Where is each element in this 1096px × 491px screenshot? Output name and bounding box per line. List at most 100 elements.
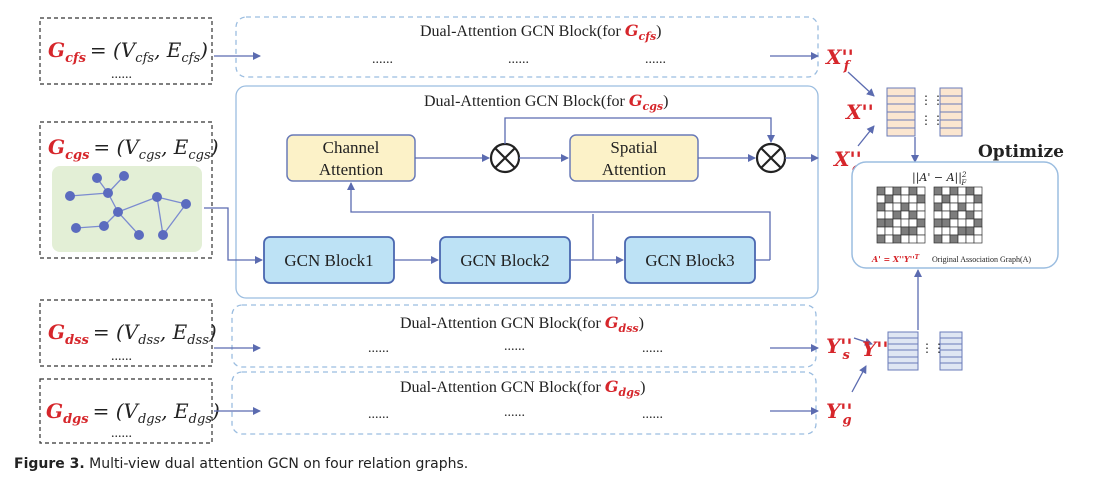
multiply-icon-2 — [755, 142, 787, 174]
gcn-block-3: GCN Block3 — [624, 236, 756, 284]
predicted-matrix — [876, 186, 926, 244]
matrix-cell — [908, 218, 918, 228]
matrix-cell — [900, 234, 910, 244]
matrix-cell — [973, 186, 983, 196]
matrix-cell — [908, 234, 918, 244]
matrix-cell — [916, 186, 926, 196]
svg-text:GCN Block1: GCN Block1 — [284, 251, 373, 270]
matrix-cell — [965, 186, 975, 196]
svg-text:......: ...... — [372, 52, 393, 67]
output-ys-label: Y''s — [826, 334, 853, 363]
matrix-cell — [884, 210, 894, 220]
graph-node — [113, 207, 123, 217]
graph-node — [65, 191, 75, 201]
output-yg-label: Y''g — [826, 399, 853, 428]
graph-cfs-dots: ...... — [111, 67, 132, 82]
svg-text:Gdgs= (Vdgs, Edgs): Gdgs= (Vdgs, Edgs) — [46, 399, 220, 427]
svg-text:......: ...... — [368, 407, 389, 422]
block-cfs: Dual-Attention GCN Block(for Gcfs) .....… — [235, 16, 819, 78]
graph-box-dgs: Gdgs= (Vdgs, Edgs) ...... — [39, 378, 220, 444]
matrix-cell — [973, 210, 983, 220]
graph-node — [119, 171, 129, 181]
matrix-cell — [957, 218, 967, 228]
matrix-cell — [965, 234, 975, 244]
matrix-cell — [957, 186, 967, 196]
svg-text:⋮⋮: ⋮⋮ — [921, 341, 945, 355]
matrix-cell — [957, 226, 967, 236]
matrix-cell — [941, 194, 951, 204]
matrix-cell — [892, 202, 902, 212]
predicted-label: A' = X''Y''T — [871, 254, 920, 264]
matrix-cell — [908, 226, 918, 236]
matrix-cell — [941, 226, 951, 236]
original-label: Original Association Graph(A) — [932, 255, 1031, 264]
matrix-cell — [884, 202, 894, 212]
matrix-cell — [973, 202, 983, 212]
matrix-cell — [941, 202, 951, 212]
matrix-cell — [949, 202, 959, 212]
svg-text:......: ...... — [642, 341, 663, 356]
matrix-cell — [949, 210, 959, 220]
original-matrix — [933, 186, 983, 244]
matrix-cell — [916, 218, 926, 228]
svg-text:......: ...... — [645, 52, 666, 67]
matrix-cell — [900, 210, 910, 220]
matrix-cell — [973, 194, 983, 204]
svg-text:Attention: Attention — [319, 160, 384, 179]
matrix-cell — [973, 226, 983, 236]
matrix-cell — [965, 218, 975, 228]
matrix-cell — [916, 226, 926, 236]
graph-illustration — [52, 166, 202, 252]
block-dgs: Dual-Attention GCN Block(for Gdgs) .....… — [231, 371, 817, 435]
matrix-cell — [908, 194, 918, 204]
matrix-cell — [892, 186, 902, 196]
matrix-cell — [941, 210, 951, 220]
graph-dss-dots: ...... — [111, 349, 132, 364]
matrix-cell — [941, 218, 951, 228]
graph-box-cgs: Gcgs= (Vcgs, Ecgs) — [39, 121, 219, 259]
svg-text:Gdss= (Vdss, Edss): Gdss= (Vdss, Edss) — [48, 320, 217, 348]
matrix-cell — [908, 210, 918, 220]
graph-node — [152, 192, 162, 202]
svg-text:⋮⋮: ⋮⋮ — [920, 113, 944, 127]
y-matrix — [887, 331, 963, 371]
svg-text:Spatial: Spatial — [610, 138, 657, 157]
spatial-attention-box: Spatial Attention — [569, 134, 699, 182]
svg-text:GCN Block2: GCN Block2 — [460, 251, 549, 270]
matrix-cell — [973, 234, 983, 244]
matrix-cell — [965, 226, 975, 236]
multiply-icon-1 — [489, 142, 521, 174]
matrix-cell — [933, 218, 943, 228]
block-cgs-title: Dual-Attention GCN Block(for Gcgs) — [424, 91, 668, 113]
svg-text:⋮⋮: ⋮⋮ — [920, 93, 944, 107]
svg-text:Attention: Attention — [602, 160, 667, 179]
svg-text:GCN Block3: GCN Block3 — [645, 251, 734, 270]
matrix-cell — [908, 186, 918, 196]
matrix-cell — [973, 218, 983, 228]
graph-node — [134, 230, 144, 240]
matrix-cell — [884, 194, 894, 204]
graph-node — [103, 188, 113, 198]
graph-node — [158, 230, 168, 240]
matrix-cell — [965, 202, 975, 212]
matrix-cell — [957, 210, 967, 220]
matrix-cell — [900, 194, 910, 204]
matrix-cell — [884, 234, 894, 244]
block-cfs-title: Dual-Attention GCN Block(for Gcfs) — [420, 21, 661, 43]
optimize-title: Optimize — [978, 142, 1064, 162]
svg-text:......: ...... — [504, 339, 525, 354]
svg-text:Gcgs= (Vcgs, Ecgs): Gcgs= (Vcgs, Ecgs) — [48, 135, 219, 163]
graph-box-cfs: Gcfs= (Vcfs, Ecfs) ...... — [39, 17, 213, 85]
matrix-cell — [949, 194, 959, 204]
matrix-cell — [916, 202, 926, 212]
svg-text:......: ...... — [642, 407, 663, 422]
matrix-cell — [941, 234, 951, 244]
matrix-cell — [957, 202, 967, 212]
matrix-cell — [876, 218, 886, 228]
svg-text:Gcfs= (Vcfs, Ecfs): Gcfs= (Vcfs, Ecfs) — [48, 38, 208, 66]
matrix-cell — [916, 234, 926, 244]
graph-dgs-dots: ...... — [111, 426, 132, 441]
matrix-cell — [933, 202, 943, 212]
matrix-cell — [900, 218, 910, 228]
